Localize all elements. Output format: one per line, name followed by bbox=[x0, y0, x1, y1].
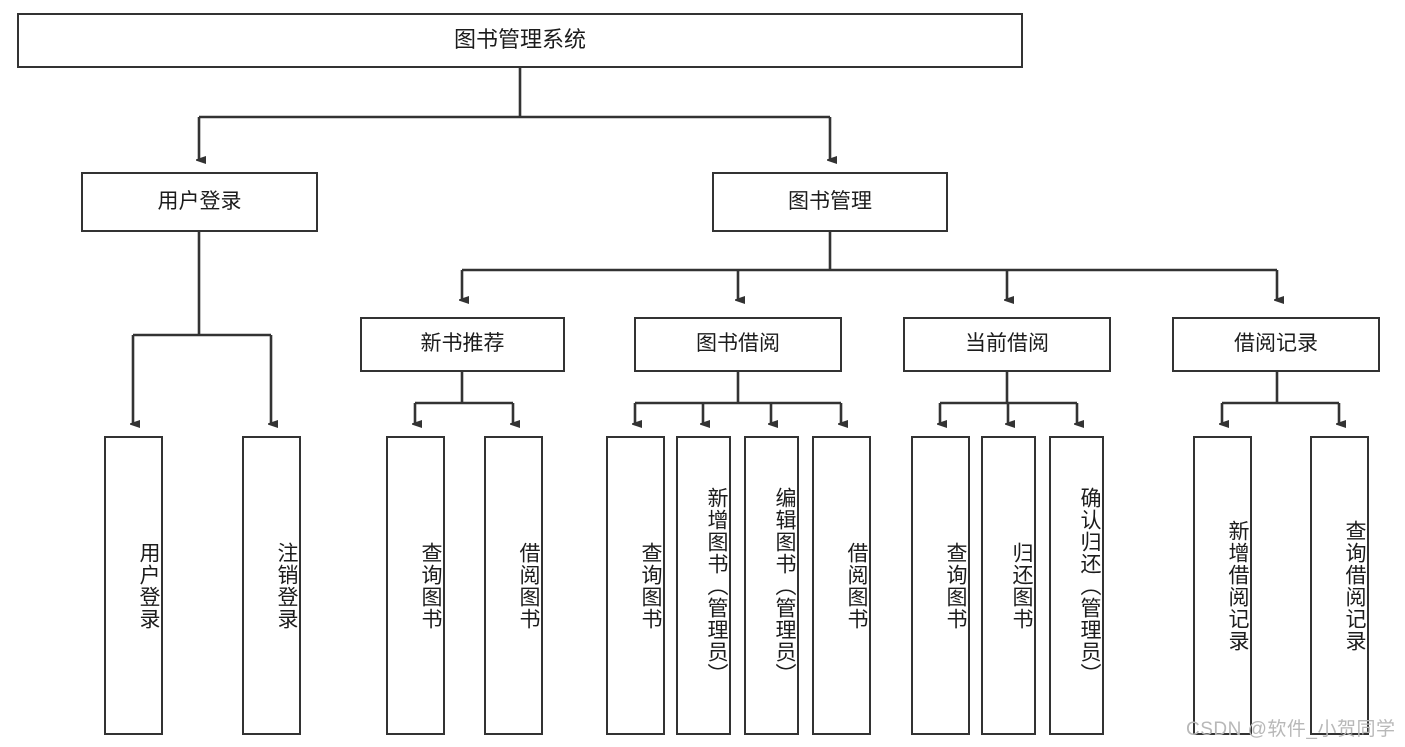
leaf-query-book[interactable]: 查询图书 bbox=[606, 436, 665, 735]
csdn-watermark: CSDN @软件_小贺同学 bbox=[1186, 719, 1396, 740]
leaf-label: 新增图书（管理员） bbox=[705, 486, 728, 685]
leaf-label: 确认归还（管理员） bbox=[1078, 486, 1101, 685]
leaf-label: 查询图书 bbox=[419, 541, 442, 630]
node-label: 图书借阅 bbox=[696, 332, 780, 356]
leaf-query-book-current[interactable]: 查询图书 bbox=[911, 436, 970, 735]
leaf-label: 用户登录 bbox=[137, 541, 160, 630]
leaf-label: 新增借阅记录 bbox=[1226, 519, 1249, 652]
node-current-borrow[interactable]: 当前借阅 bbox=[903, 317, 1111, 372]
leaf-label: 查询图书 bbox=[639, 541, 662, 630]
leaf-user-login[interactable]: 用户登录 bbox=[104, 436, 163, 735]
leaf-label: 归还图书 bbox=[1010, 541, 1033, 630]
leaf-label: 查询借阅记录 bbox=[1343, 519, 1366, 652]
node-label: 新书推荐 bbox=[420, 332, 505, 356]
node-book-borrow[interactable]: 图书借阅 bbox=[634, 317, 842, 372]
node-label: 用户登录 bbox=[157, 189, 242, 213]
leaf-label: 注销登录 bbox=[275, 541, 298, 630]
node-book-management[interactable]: 图书管理 bbox=[712, 172, 948, 232]
leaf-return-book[interactable]: 归还图书 bbox=[981, 436, 1036, 735]
leaf-label: 借阅图书 bbox=[517, 541, 540, 630]
node-label: 当前借阅 bbox=[965, 332, 1049, 356]
node-label: 图书管理系统 bbox=[453, 27, 586, 53]
leaf-borrow-book[interactable]: 借阅图书 bbox=[812, 436, 871, 735]
node-book-management-system[interactable]: 图书管理系统 bbox=[17, 13, 1023, 68]
leaf-query-borrow-record[interactable]: 查询借阅记录 bbox=[1310, 436, 1369, 735]
node-label: 图书管理 bbox=[788, 189, 872, 213]
node-user-login[interactable]: 用户登录 bbox=[81, 172, 318, 232]
leaf-confirm-return-admin[interactable]: 确认归还（管理员） bbox=[1049, 436, 1104, 735]
leaf-label: 借阅图书 bbox=[845, 541, 868, 630]
leaf-add-book-admin[interactable]: 新增图书（管理员） bbox=[676, 436, 731, 735]
node-new-book-recommend[interactable]: 新书推荐 bbox=[360, 317, 565, 372]
leaf-query-book-recommend[interactable]: 查询图书 bbox=[386, 436, 445, 735]
leaf-label: 查询图书 bbox=[944, 541, 967, 630]
leaf-logout[interactable]: 注销登录 bbox=[242, 436, 301, 735]
leaf-add-borrow-record[interactable]: 新增借阅记录 bbox=[1193, 436, 1252, 735]
leaf-borrow-book-recommend[interactable]: 借阅图书 bbox=[484, 436, 543, 735]
leaf-label: 编辑图书（管理员） bbox=[773, 486, 796, 685]
node-label: 借阅记录 bbox=[1234, 332, 1318, 356]
leaf-edit-book-admin[interactable]: 编辑图书（管理员） bbox=[744, 436, 799, 735]
node-borrow-record[interactable]: 借阅记录 bbox=[1172, 317, 1380, 372]
